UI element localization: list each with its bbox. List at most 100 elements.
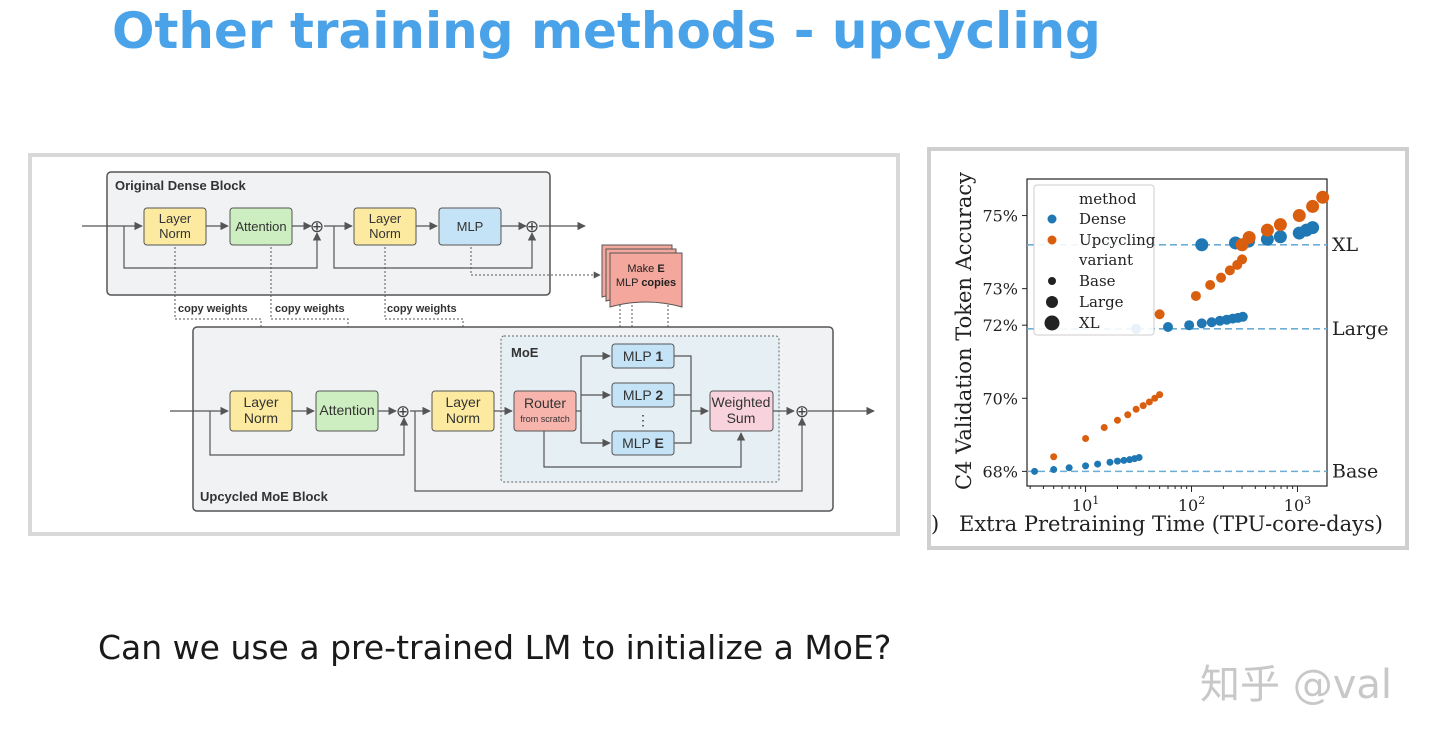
x-tick-label: 103	[1284, 494, 1311, 515]
svg-text:Attention: Attention	[235, 219, 286, 234]
svg-text:Weighted: Weighted	[712, 394, 771, 410]
y-tick-label: 68%	[982, 462, 1018, 481]
point-upcycling-base	[1145, 398, 1153, 406]
x-axis-label: Extra Pretraining Time (TPU-core-days)	[959, 512, 1383, 536]
point-dense-base	[1135, 453, 1143, 461]
moe-label: MoE	[511, 345, 539, 360]
point-upcycling-base	[1124, 411, 1132, 419]
point-dense-large	[1196, 318, 1207, 329]
svg-text:MLP 2: MLP 2	[623, 387, 663, 403]
x-tick-label: 102	[1178, 494, 1205, 515]
moe-sum-2: ⊕	[795, 402, 809, 421]
moe-mlp-2	[611, 382, 675, 408]
partial-left-label: )	[931, 512, 939, 536]
svg-text:Sum: Sum	[727, 410, 756, 426]
reference-label-base: Base	[1332, 460, 1378, 482]
point-dense-base	[1113, 457, 1121, 465]
legend-method-title: method	[1079, 190, 1137, 208]
chart-legend: method Dense Upcycling variant Base Larg…	[1033, 184, 1156, 336]
copy-weights-label-1: copy weights	[178, 303, 248, 315]
svg-text:Layer: Layer	[369, 211, 402, 226]
make-copies-line2: MLP copies	[616, 277, 676, 289]
moe-mlp-e	[611, 430, 675, 456]
dense-attention	[229, 207, 293, 246]
point-upcycling-large	[1224, 265, 1235, 276]
point-dense-base	[1082, 462, 1090, 470]
copy-weights-label-2: copy weights	[275, 303, 345, 315]
upcycling-diagram: Original Dense Block Layer Norm	[82, 171, 875, 512]
legend-variant-title: variant	[1078, 251, 1133, 269]
point-dense-xl	[1260, 232, 1274, 246]
svg-text:Norm: Norm	[446, 410, 480, 426]
slide-title: Other training methods - upcycling	[112, 2, 1101, 60]
legend-base-marker	[1048, 277, 1056, 285]
weighted-sum-box	[709, 390, 774, 432]
point-upcycling-base	[1132, 405, 1140, 413]
svg-text:Norm: Norm	[369, 226, 401, 241]
point-upcycling-base	[1100, 424, 1108, 432]
point-upcycling-base	[1113, 416, 1121, 424]
legend-upcycling: Upcycling	[1079, 231, 1156, 249]
point-upcycling-xl	[1242, 230, 1256, 244]
make-copies-document-icon	[601, 244, 683, 308]
point-upcycling-xl	[1273, 218, 1287, 232]
svg-text:Norm: Norm	[244, 410, 278, 426]
dense-block	[106, 171, 551, 296]
point-dense-large	[1163, 322, 1174, 333]
point-upcycling-base	[1082, 434, 1090, 442]
point-upcycling-xl	[1316, 190, 1330, 204]
moe-attention	[315, 390, 379, 432]
svg-text:from scratch: from scratch	[520, 414, 570, 424]
point-dense-xl	[1273, 230, 1287, 244]
legend-large-marker	[1046, 296, 1058, 308]
legend-xl: XL	[1079, 314, 1100, 332]
svg-text:Layer: Layer	[159, 211, 192, 226]
mlp-ellipsis: ⋮	[636, 412, 650, 428]
point-dense-base	[1106, 458, 1114, 466]
moe-layer-norm-1	[229, 390, 293, 432]
y-tick-label: 70%	[982, 389, 1018, 408]
point-upcycling-large	[1154, 309, 1165, 320]
svg-text:Layer: Layer	[243, 394, 278, 410]
legend-dense-marker	[1047, 214, 1057, 224]
dense-mlp	[438, 207, 502, 246]
reference-label-large: Large	[1332, 318, 1388, 340]
legend-large: Large	[1079, 293, 1124, 311]
point-upcycling-large	[1190, 290, 1201, 301]
copy-weights-label-3: copy weights	[387, 303, 457, 315]
point-upcycling-base	[1151, 394, 1159, 402]
point-dense-large	[1237, 311, 1248, 322]
point-upcycling-xl	[1306, 199, 1320, 213]
make-copies-line1: Make E	[627, 263, 664, 275]
point-dense-xl	[1306, 221, 1320, 235]
svg-text:MLP 1: MLP 1	[623, 348, 663, 364]
upcycling-diagram-panel: Original Dense Block Layer Norm	[28, 153, 900, 536]
legend-xl-marker	[1044, 315, 1060, 331]
moe-region	[500, 335, 780, 483]
svg-text:Router: Router	[524, 395, 566, 411]
svg-text:MLP E: MLP E	[622, 435, 664, 451]
moe-layer-norm-2	[431, 390, 495, 432]
point-dense-base	[1094, 460, 1102, 468]
point-dense-large	[1184, 320, 1195, 331]
point-upcycling-base	[1156, 391, 1164, 399]
point-dense-base	[1031, 467, 1039, 475]
y-tick-label: 72%	[982, 316, 1018, 335]
moe-sum-1: ⊕	[396, 402, 410, 421]
point-dense-base	[1050, 466, 1058, 474]
y-tick-label: 75%	[982, 207, 1018, 226]
slide-question: Can we use a pre-trained LM to initializ…	[98, 628, 892, 667]
point-upcycling-large	[1216, 272, 1227, 283]
point-upcycling-base	[1139, 402, 1147, 410]
svg-text:Layer: Layer	[445, 394, 480, 410]
point-dense-base	[1120, 456, 1128, 464]
svg-text:Attention: Attention	[319, 402, 374, 418]
y-axis-label: C4 Validation Token Accuracy	[952, 172, 976, 490]
y-tick-label: 73%	[982, 280, 1018, 299]
dense-layer-norm-1	[143, 207, 207, 246]
legend-base: Base	[1079, 272, 1116, 290]
svg-text:MLP: MLP	[457, 219, 484, 234]
dense-sum-2: ⊕	[525, 217, 539, 236]
